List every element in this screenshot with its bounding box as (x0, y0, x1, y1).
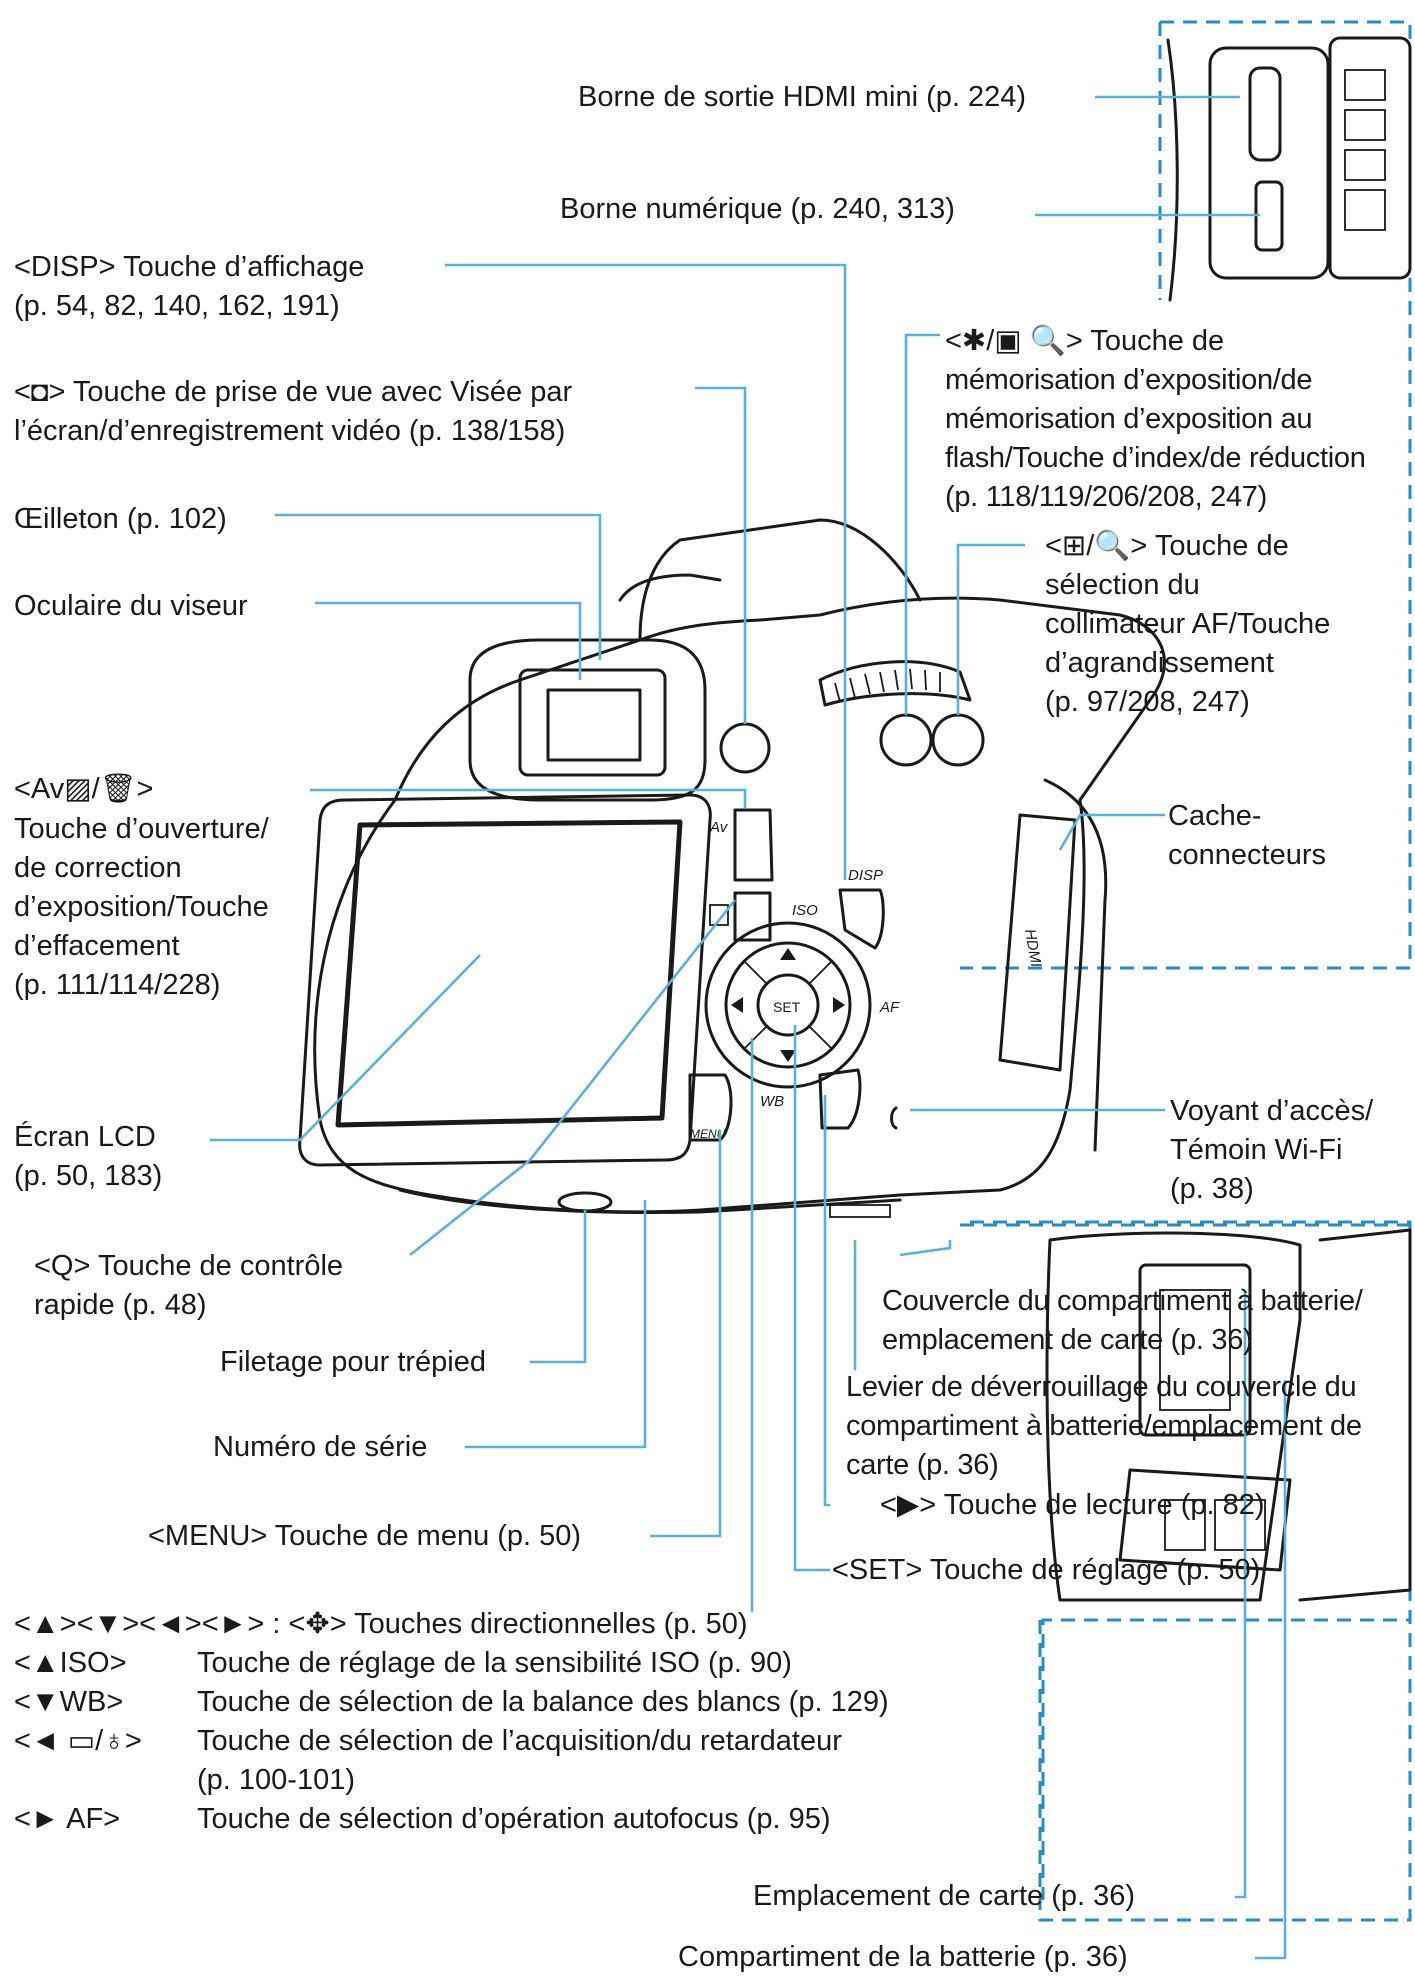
directional-row-3: <◄ ▭/♁> Touche de sélection de l’acquisit… (14, 1722, 842, 1761)
label-quick-control-line2: rapide (p. 48) (34, 1289, 207, 1321)
af-mark: AF (879, 999, 900, 1016)
label-hdmi-terminal: Borne de sortie HDMI mini (p. 224) (578, 81, 1027, 113)
menu-mark: MENU (690, 1127, 726, 1141)
label-battery-cover-line2: emplacement de carte (p. 36) (882, 1324, 1253, 1356)
label-terminal-cover-line2: connecteurs (1168, 839, 1326, 871)
label-af-point-line4: d’agrandissement (1045, 647, 1274, 679)
label-af-point-line1: <⊞/🔍> Touche de (1045, 530, 1289, 562)
label-terminal-cover-line1: Cache- (1168, 800, 1262, 832)
label-liveview-button-desc: l’écran/d’enregistrement vidéo (p. 138/1… (14, 415, 566, 447)
label-af-point-line3: collimateur AF/Touche (1045, 608, 1331, 640)
label-liveview-button-title: <◘> Touche de prise de vue avec Visée pa… (14, 376, 573, 408)
directional-desc: Touche de sélection de l’acquisition/du … (197, 1725, 842, 1757)
directional-desc: Touche de sélection d’opération autofocu… (197, 1803, 831, 1835)
disp-mark: DISP (848, 867, 883, 884)
directional-key: <▼WB> (14, 1686, 124, 1718)
iso-mark: ISO (792, 902, 818, 919)
label-battery-compartment: Compartiment de la batterie (p. 36) (678, 1941, 1128, 1973)
directional-desc: Touche de sélection de la balance des bl… (197, 1686, 889, 1718)
directional-row-4: (p. 100-101) (14, 1761, 355, 1800)
directional-key: <▲ISO> (14, 1647, 127, 1679)
label-af-point-line5: (p. 97/208, 247) (1045, 686, 1250, 718)
label-serial-number: Numéro de série (213, 1431, 428, 1463)
label-ae-lock-line4: flash/Touche d’index/de réduction (945, 442, 1366, 474)
directional-row-1: <▲ISO> Touche de réglage de la sensibilit… (14, 1644, 792, 1683)
label-aperture-line4: d’exposition/Touche (14, 891, 269, 923)
directional-row-2: <▼WB> Touche de sélection de la balance d… (14, 1683, 889, 1722)
label-playback-button: <▶> Touche de lecture (p. 82) (880, 1489, 1265, 1521)
label-menu-button: <MENU> Touche de menu (p. 50) (148, 1520, 582, 1552)
label-lcd-line1: Écran LCD (14, 1121, 156, 1153)
label-set-button: <SET> Touche de réglage (p. 50) (832, 1554, 1261, 1586)
directional-key: <◄ ▭/♁> (14, 1725, 142, 1757)
av-mark: Av (709, 819, 729, 836)
label-release-lever-line3: carte (p. 36) (846, 1449, 999, 1481)
directional-desc: (p. 100-101) (197, 1764, 355, 1796)
label-release-lever-line2: compartiment à batterie/emplacement de (846, 1410, 1362, 1442)
port-detail-illustration (1166, 36, 1412, 302)
label-battery-cover-line1: Couvercle du compartiment à batterie/ (882, 1285, 1363, 1317)
label-lcd-line2: (p. 50, 183) (14, 1160, 163, 1192)
label-access-lamp-line2: Témoin Wi-Fi (1170, 1134, 1343, 1166)
directional-row-5: <► AF> Touche de sélection d’opération au… (14, 1800, 831, 1839)
label-tripod-socket: Filetage pour trépied (220, 1346, 486, 1378)
detail-frames (960, 20, 1412, 1922)
directional-row-0: <▲><▼><◄><►> : <✥> Touches directionnell… (14, 1605, 748, 1644)
label-af-point-line2: sélection du (1045, 569, 1200, 601)
directional-key: <▲><▼><◄><►> : <✥> Touches directionnell… (14, 1608, 748, 1640)
directional-key: <► AF> (14, 1803, 121, 1835)
label-aperture-line6: (p. 111/114/228) (14, 969, 221, 1001)
label-quick-control-line1: <Q> Touche de contrôle (34, 1250, 344, 1282)
label-disp-button-title: <DISP> Touche d’affichage (14, 251, 365, 283)
leader-lines (210, 95, 1287, 1960)
label-eyecup: Œilleton (p. 102) (14, 503, 227, 535)
label-aperture-line1: <Av▨/🗑> (14, 773, 154, 805)
label-release-lever-line1: Levier de déverrouillage du couvercle du (846, 1371, 1357, 1403)
label-ae-lock-line1: <✱/▣ 🔍> Touche de (945, 325, 1225, 357)
label-card-slot: Emplacement de carte (p. 36) (753, 1880, 1136, 1912)
label-disp-button-pages: (p. 54, 82, 140, 162, 191) (14, 290, 340, 322)
hdmi-mark: HDMI (1021, 928, 1044, 969)
camera-body (298, 518, 1166, 1218)
battery-detail-illustration (1045, 1228, 1412, 1602)
label-aperture-line2: Touche d’ouverture/ (14, 813, 269, 845)
camera-button-marks: DISP ISO AF SET WB MENU Av HDMI (690, 819, 1044, 1141)
label-aperture-line5: d’effacement (14, 930, 180, 962)
label-access-lamp-line3: (p. 38) (1170, 1173, 1254, 1205)
directional-desc: Touche de réglage de la sensibilité ISO … (197, 1647, 792, 1679)
label-eyepiece: Oculaire du viseur (14, 590, 248, 622)
label-ae-lock-line2: mémorisation d’exposition/de (945, 364, 1313, 396)
label-access-lamp-line1: Voyant d’accès/ (1170, 1095, 1374, 1127)
set-mark: SET (773, 999, 801, 1015)
label-aperture-line3: de correction (14, 852, 182, 884)
label-ae-lock-line5: (p. 118/119/206/208, 247) (945, 481, 1267, 513)
wb-mark: WB (760, 1093, 784, 1110)
label-ae-lock-line3: mémorisation d’exposition au (945, 403, 1313, 435)
label-digital-terminal: Borne numérique (p. 240, 313) (560, 193, 955, 225)
